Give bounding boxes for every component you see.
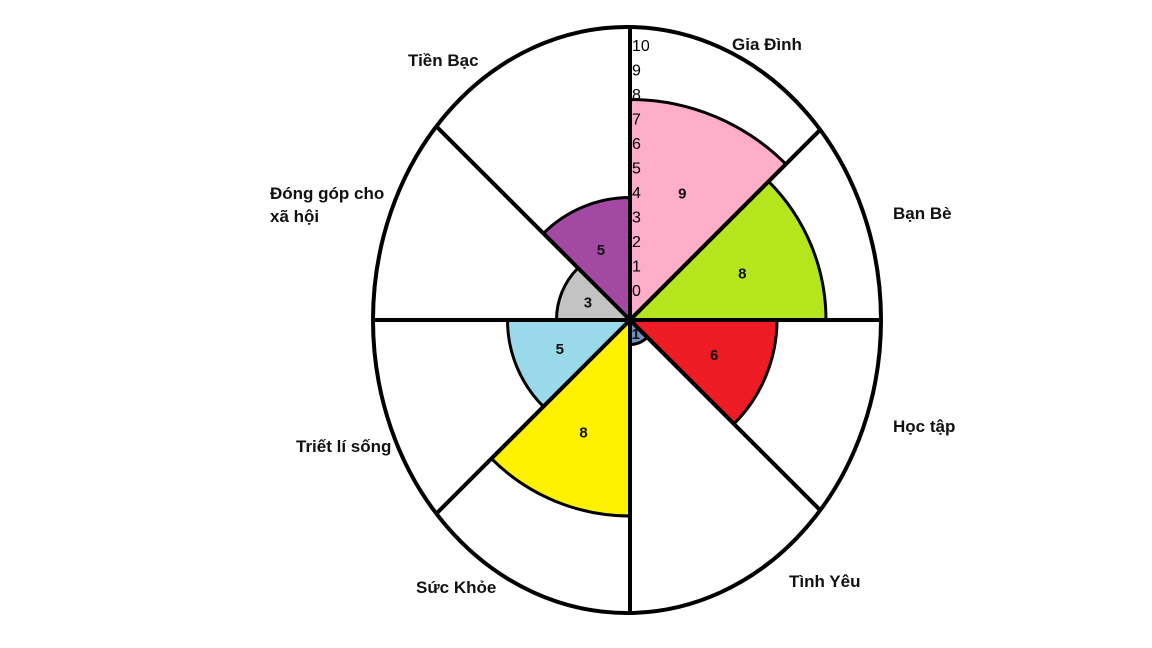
divider-spoke	[628, 318, 822, 512]
scale-tick-label: 7	[632, 112, 641, 129]
divider-spoke	[434, 318, 632, 516]
sector-ban-be	[628, 179, 828, 322]
scale-tick-label: 1	[632, 259, 641, 276]
value-label-dong-gop-cho-xa-hoi: 3	[584, 295, 592, 312]
scale-tick-label: 5	[632, 161, 641, 178]
divider-spoke	[434, 124, 632, 322]
value-label-layer: 9 8 6 1 8 5 3 5	[556, 186, 747, 442]
value-label-suc-khoe: 8	[579, 424, 587, 441]
value-label-gia-dinh: 9	[678, 186, 686, 203]
category-label-dong-gop-cho-xa-hoi: Đóng góp cho xã hội	[270, 184, 385, 226]
scale-tick-label: 9	[632, 63, 641, 80]
category-label-suc-khoe: Sức Khỏe	[416, 578, 497, 597]
category-label-gia-dinh: Gia Đình	[732, 35, 802, 54]
divider-layer	[373, 27, 881, 613]
scale-tick-layer: 0 1 2 3 4 5 6 7 8 9 10	[632, 38, 650, 300]
sector-suc-khoe	[489, 318, 632, 518]
sector-gia-dinh	[628, 98, 788, 322]
category-label-ban-be: Bạn Bè	[893, 204, 952, 223]
scale-tick-label: 10	[632, 38, 650, 55]
value-label-hoc-tap: 6	[710, 347, 718, 364]
value-label-triet-li-song: 5	[556, 341, 564, 358]
sector-triet-li-song	[506, 318, 632, 409]
scale-tick-label: 3	[632, 210, 641, 227]
category-label-hoc-tap: Học tập	[893, 417, 956, 436]
sector-layer	[489, 98, 828, 518]
value-label-ban-be: 8	[738, 266, 746, 283]
scale-tick-label: 6	[632, 136, 641, 153]
value-label-tien-bac: 5	[597, 242, 605, 259]
scale-tick-label: 2	[632, 234, 641, 251]
sector-tien-bac	[541, 196, 632, 322]
category-label-triet-li-song: Triết lí sống	[296, 437, 392, 456]
category-label-tien-bac: Tiền Bạc	[408, 51, 479, 70]
scale-tick-label: 8	[632, 87, 641, 104]
scale-tick-label: 0	[632, 283, 641, 300]
scale-tick-label: 4	[632, 185, 641, 202]
category-label-tinh-yeu: Tình Yêu	[789, 572, 861, 591]
sector-hoc-tap	[628, 318, 779, 426]
value-label-tinh-yeu: 1	[632, 326, 640, 343]
divider-spoke	[628, 128, 822, 322]
